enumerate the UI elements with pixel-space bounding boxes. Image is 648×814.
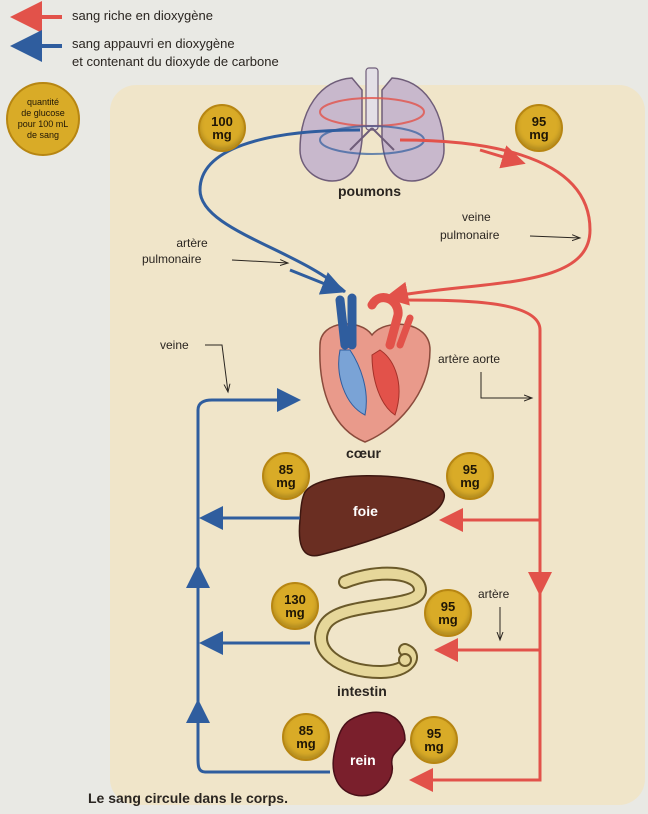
glucose-unit: mg	[438, 613, 458, 626]
glucose-badge-kidney-in: 95 mg	[410, 716, 458, 764]
glucose-unit: mg	[424, 740, 444, 753]
label-lungs: poumons	[338, 183, 401, 199]
glucose-key-badge: quantité de glucose pour 100 mL de sang	[6, 82, 80, 156]
label-intestine: intestin	[337, 683, 387, 699]
legend-deoxygenated-line1: sang appauvri en dioxygène	[72, 36, 235, 51]
glucose-badge-intestine-out: 130 mg	[271, 582, 319, 630]
glucose-unit: mg	[529, 128, 549, 141]
legend-oxygenated: sang riche en dioxygène	[72, 8, 213, 23]
glucose-unit: mg	[460, 476, 480, 489]
label-vein: veine	[160, 338, 189, 352]
glucose-badge-intestine-in: 95 mg	[424, 589, 472, 637]
label-artery: artère	[478, 587, 509, 601]
glucose-badge-lungs-out: 95 mg	[515, 104, 563, 152]
label-liver: foie	[353, 503, 378, 519]
glucose-unit: mg	[296, 737, 316, 750]
label-heart: cœur	[346, 445, 381, 461]
label-pulmonary-vein-2: pulmonaire	[440, 228, 499, 242]
glucose-unit: mg	[276, 476, 296, 489]
glucose-badge-liver-in: 95 mg	[446, 452, 494, 500]
glucose-badge-kidney-out: 85 mg	[282, 713, 330, 761]
key-line-3: pour 100 mL	[18, 119, 69, 130]
glucose-unit: mg	[285, 606, 305, 619]
label-pulmonary-artery-1: artère	[163, 236, 221, 250]
glucose-unit: mg	[212, 128, 232, 141]
key-line-2: de glucose	[21, 108, 65, 119]
key-line-4: de sang	[27, 130, 59, 141]
label-pulmonary-artery: artère	[163, 236, 221, 250]
legend-deoxygenated-line2: et contenant du dioxyde de carbone	[72, 54, 279, 69]
label-pulmonary-artery-2: pulmonaire	[142, 252, 201, 266]
label-pulmonary-vein-1: veine	[462, 210, 491, 224]
caption: Le sang circule dans le corps.	[88, 790, 288, 806]
glucose-badge-liver-out: 85 mg	[262, 452, 310, 500]
glucose-badge-lungs-in: 100 mg	[198, 104, 246, 152]
label-kidney: rein	[350, 752, 376, 768]
key-line-1: quantité	[27, 97, 59, 108]
label-aorta: artère aorte	[438, 352, 500, 366]
